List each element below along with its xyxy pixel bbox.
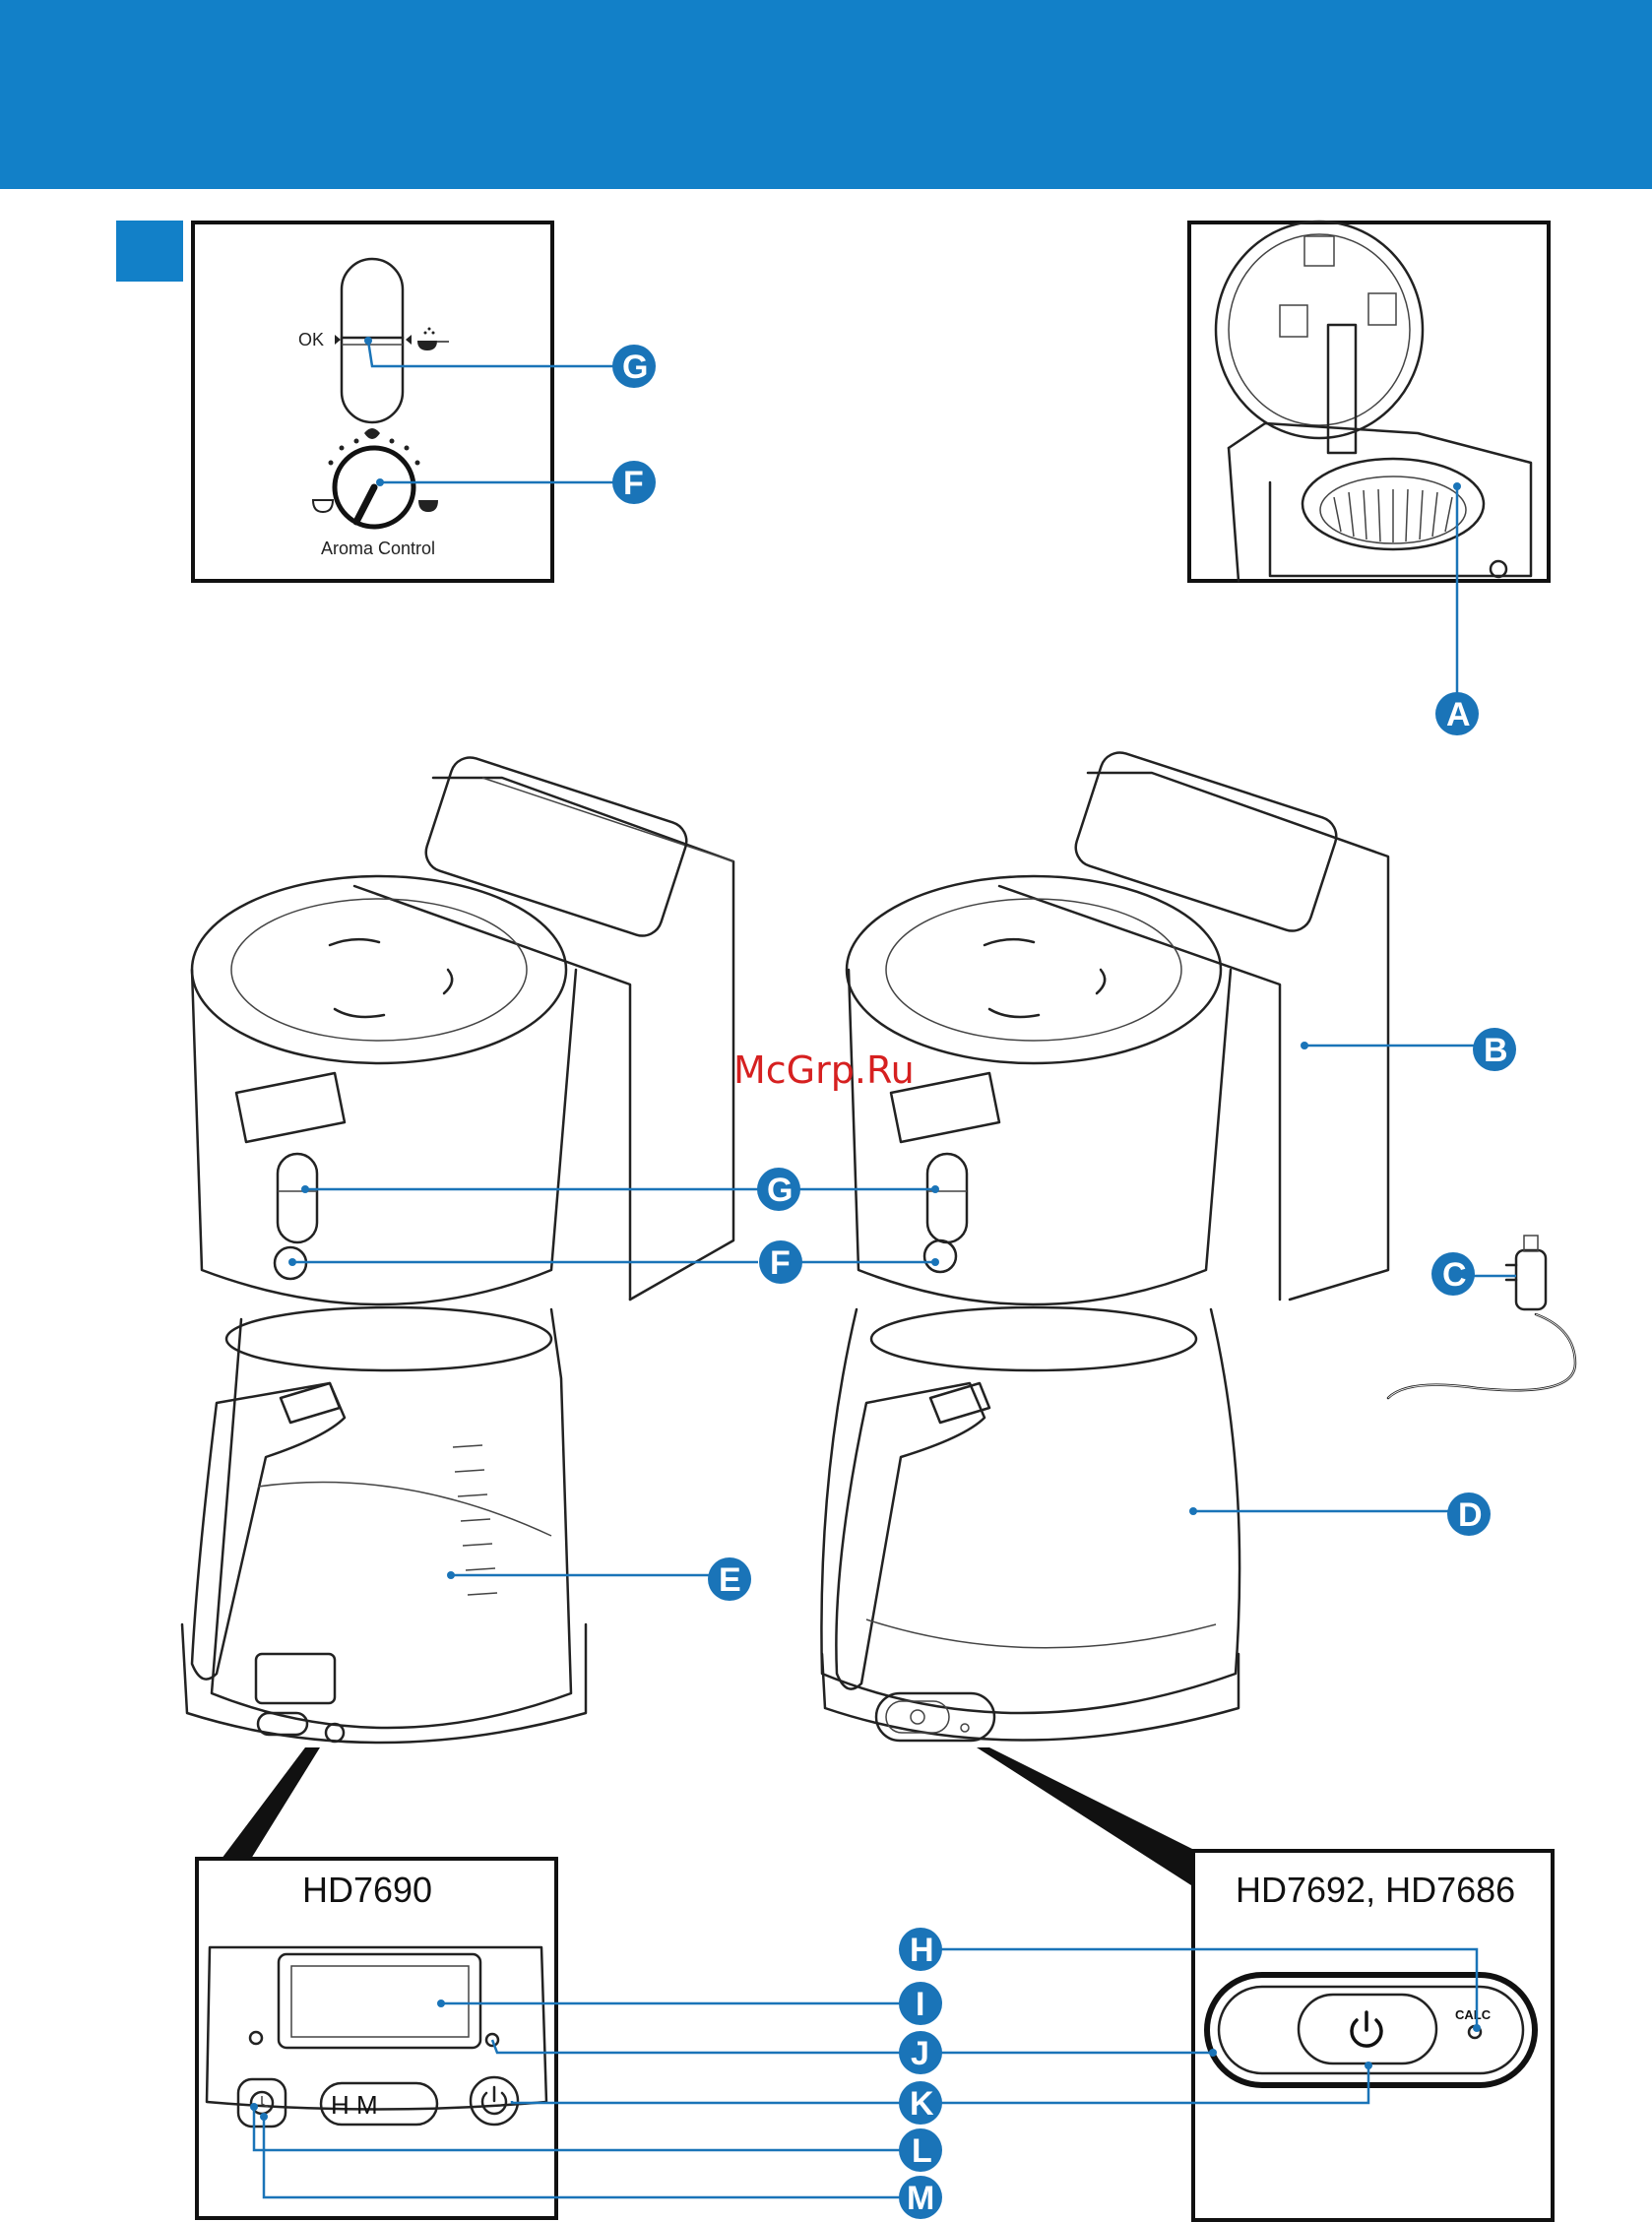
callout-m-label: M <box>907 2180 934 2217</box>
ok-label: OK <box>298 330 324 349</box>
callout-f-label: F <box>623 465 644 502</box>
callout-g2-label: G <box>767 1172 793 1209</box>
model-hd7690-label: HD7690 <box>302 1870 432 1910</box>
water-level <box>258 1483 551 1536</box>
mild-cup-icon <box>313 500 333 512</box>
callout-j-label: J <box>911 2035 929 2072</box>
lid-handle <box>421 752 692 940</box>
coffee-maker-glass-jug: E <box>182 752 758 1743</box>
aroma-dial-right <box>924 1240 956 1272</box>
aroma-control-label: Aroma Control <box>321 539 435 558</box>
aroma-control-panel: OK Aroma Control G F <box>193 222 656 581</box>
filter-holder-panel: A <box>1189 222 1549 735</box>
calc-label: CALC <box>1455 2007 1492 2022</box>
callout-e-label: E <box>719 1561 741 1599</box>
power-plug <box>1506 1236 1546 1309</box>
hd7690-control-panel: HD7690 H M <box>197 1859 556 2218</box>
watermark: McGrp.Ru <box>733 1048 915 1092</box>
callout-k-label: K <box>910 2085 934 2123</box>
strength-window-left <box>278 1154 317 1242</box>
model-hd7692-label: HD7692, HD7686 <box>1236 1870 1515 1910</box>
strength-window-right <box>927 1154 967 1242</box>
coffee-maker-thermo-jug: G F B C D <box>757 747 1575 1741</box>
callout-d-label: D <box>1458 1496 1483 1534</box>
hm-button-label: H M <box>331 2090 378 2120</box>
callout-h-label: H <box>910 1932 934 1969</box>
callout-f2-label: F <box>770 1244 791 1282</box>
callout-c-label: C <box>1442 1256 1467 1294</box>
callout-g-label: G <box>622 349 648 386</box>
hd7692-control-panel: HD7692, HD7686 CALC <box>1193 1851 1553 2220</box>
callout-a-label: A <box>1446 696 1471 733</box>
aroma-dial[interactable] <box>335 448 413 527</box>
callout-l-label: L <box>912 2132 932 2170</box>
callout-b-label: B <box>1484 1032 1508 1069</box>
callout-i-label: I <box>916 1986 924 2023</box>
lid-handle-right <box>1071 747 1342 935</box>
